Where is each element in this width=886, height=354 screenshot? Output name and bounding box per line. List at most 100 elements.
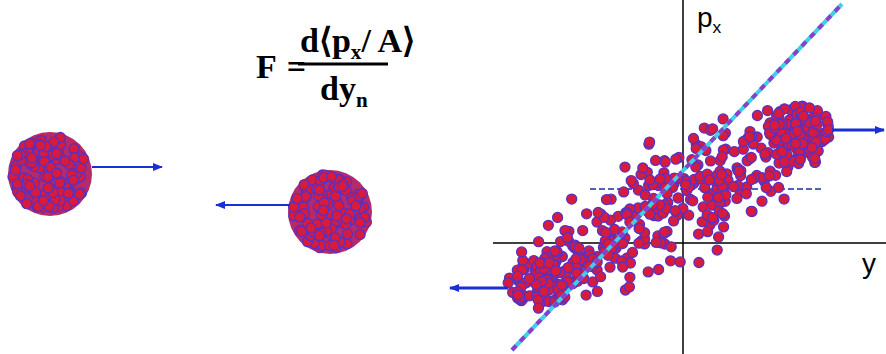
formula-text: F= bbox=[256, 50, 306, 84]
nucleon-dot bbox=[605, 262, 615, 272]
nucleus bbox=[288, 170, 372, 254]
nucleon-dot bbox=[792, 126, 802, 136]
nucleon-dot bbox=[513, 271, 523, 281]
nucleon-dot bbox=[593, 208, 603, 218]
label-text: d⟨p bbox=[300, 22, 351, 59]
nucleon-dot bbox=[694, 258, 704, 268]
nucleon-dot bbox=[666, 256, 676, 266]
label-text: F bbox=[256, 48, 277, 85]
nucleon-dot bbox=[315, 231, 325, 241]
nucleon-dot bbox=[708, 124, 718, 134]
nucleon-dot bbox=[714, 232, 724, 242]
nucleon-dot bbox=[757, 196, 767, 206]
nucleon-dot bbox=[729, 182, 739, 192]
nucleon-dot bbox=[35, 141, 45, 151]
nucleon-dot bbox=[52, 149, 62, 159]
nucleon-dot bbox=[746, 152, 756, 162]
nucleon-dot bbox=[666, 242, 676, 252]
label-text: / A⟩ bbox=[361, 22, 415, 59]
nucleon-dot bbox=[343, 229, 353, 239]
nucleon-dot bbox=[741, 189, 751, 199]
nucleon-dot bbox=[774, 182, 784, 192]
nucleon-dot bbox=[582, 209, 592, 219]
nucleon-dot bbox=[734, 166, 744, 176]
nucleon-dot bbox=[626, 176, 636, 186]
nucleon-dot bbox=[791, 139, 801, 149]
nucleon-dot bbox=[746, 206, 756, 216]
nucleon-dot bbox=[761, 183, 771, 193]
nucleon-dot bbox=[807, 143, 817, 153]
nucleon-dot bbox=[634, 238, 644, 248]
nucleon-dot bbox=[342, 214, 352, 224]
nucleon-dot bbox=[688, 196, 698, 206]
nucleon-dot bbox=[533, 303, 543, 313]
nucleon-dot bbox=[52, 168, 62, 178]
nucleon-dot bbox=[601, 227, 611, 237]
nucleon-dot bbox=[620, 162, 630, 172]
nucleon-dot bbox=[60, 156, 70, 166]
nucleon-dot bbox=[321, 218, 331, 228]
nucleon-dot bbox=[706, 156, 716, 166]
nucleon-dot bbox=[15, 191, 25, 201]
nucleon-dot bbox=[75, 189, 85, 199]
flow-slope-line bbox=[512, 4, 842, 350]
flow-slope-dash bbox=[512, 4, 842, 350]
nucleon-dot bbox=[355, 218, 365, 228]
nucleon-dot bbox=[681, 180, 691, 190]
nucleon-dot bbox=[638, 163, 648, 173]
nucleon-dot bbox=[640, 190, 650, 200]
nucleon-dot bbox=[318, 206, 328, 216]
nucleon-dot bbox=[625, 272, 635, 282]
fraction-bar bbox=[298, 63, 388, 66]
nucleon-dot bbox=[297, 227, 307, 237]
nucleon-dot bbox=[592, 286, 602, 296]
nucleon-dot bbox=[581, 290, 591, 300]
nucleon-dot bbox=[332, 211, 342, 221]
nucleon-dot bbox=[746, 175, 756, 185]
nucleon-dot bbox=[43, 183, 53, 193]
nucleon-dot bbox=[713, 192, 723, 202]
nucleon-dot bbox=[810, 116, 820, 126]
nucleon-dot bbox=[779, 194, 789, 204]
nucleon-dot bbox=[618, 262, 628, 272]
velocity-arrow bbox=[216, 204, 290, 206]
formula-text: y bbox=[862, 250, 876, 278]
nucleon-dot bbox=[295, 212, 305, 222]
nucleon-dot bbox=[705, 175, 715, 185]
subscript: x bbox=[713, 17, 722, 37]
nucleon-dot bbox=[655, 174, 665, 184]
nucleon-dot bbox=[299, 180, 309, 190]
formula-text: px bbox=[697, 4, 721, 32]
nucleon-dot bbox=[306, 223, 316, 233]
nucleon-dot bbox=[703, 227, 713, 237]
label-text: p bbox=[697, 2, 713, 33]
nucleon-dot bbox=[39, 196, 49, 206]
nucleon-dot bbox=[517, 247, 527, 257]
velocity-arrow bbox=[832, 129, 884, 132]
nucleon-dot bbox=[671, 154, 681, 164]
nucleon-dot bbox=[624, 282, 634, 292]
nucleon-dot bbox=[25, 139, 35, 149]
nucleon-dot bbox=[315, 185, 325, 195]
nucleon-dot bbox=[327, 172, 337, 182]
nucleon-dot bbox=[719, 222, 729, 232]
nucleon-dot bbox=[729, 147, 739, 157]
nucleon-dot bbox=[718, 209, 728, 219]
nucleon-dot bbox=[810, 153, 820, 163]
nucleon-dot bbox=[673, 193, 683, 203]
nucleon-dot bbox=[798, 111, 808, 121]
nucleon-dot bbox=[717, 170, 727, 180]
nucleon-dot bbox=[774, 109, 784, 119]
nucleon-dot bbox=[782, 167, 792, 177]
nucleon-dot bbox=[535, 258, 545, 268]
nucleon-dot bbox=[574, 243, 584, 253]
nucleon-dot bbox=[619, 187, 629, 197]
nucleon-dot bbox=[645, 137, 655, 147]
nucleon-dot bbox=[651, 155, 661, 165]
nucleon-dot bbox=[355, 230, 365, 240]
nucleon-dot bbox=[534, 237, 544, 247]
nucleon-dot bbox=[760, 149, 770, 159]
nucleon-dot bbox=[11, 165, 21, 175]
nucleon-dot bbox=[763, 106, 773, 116]
